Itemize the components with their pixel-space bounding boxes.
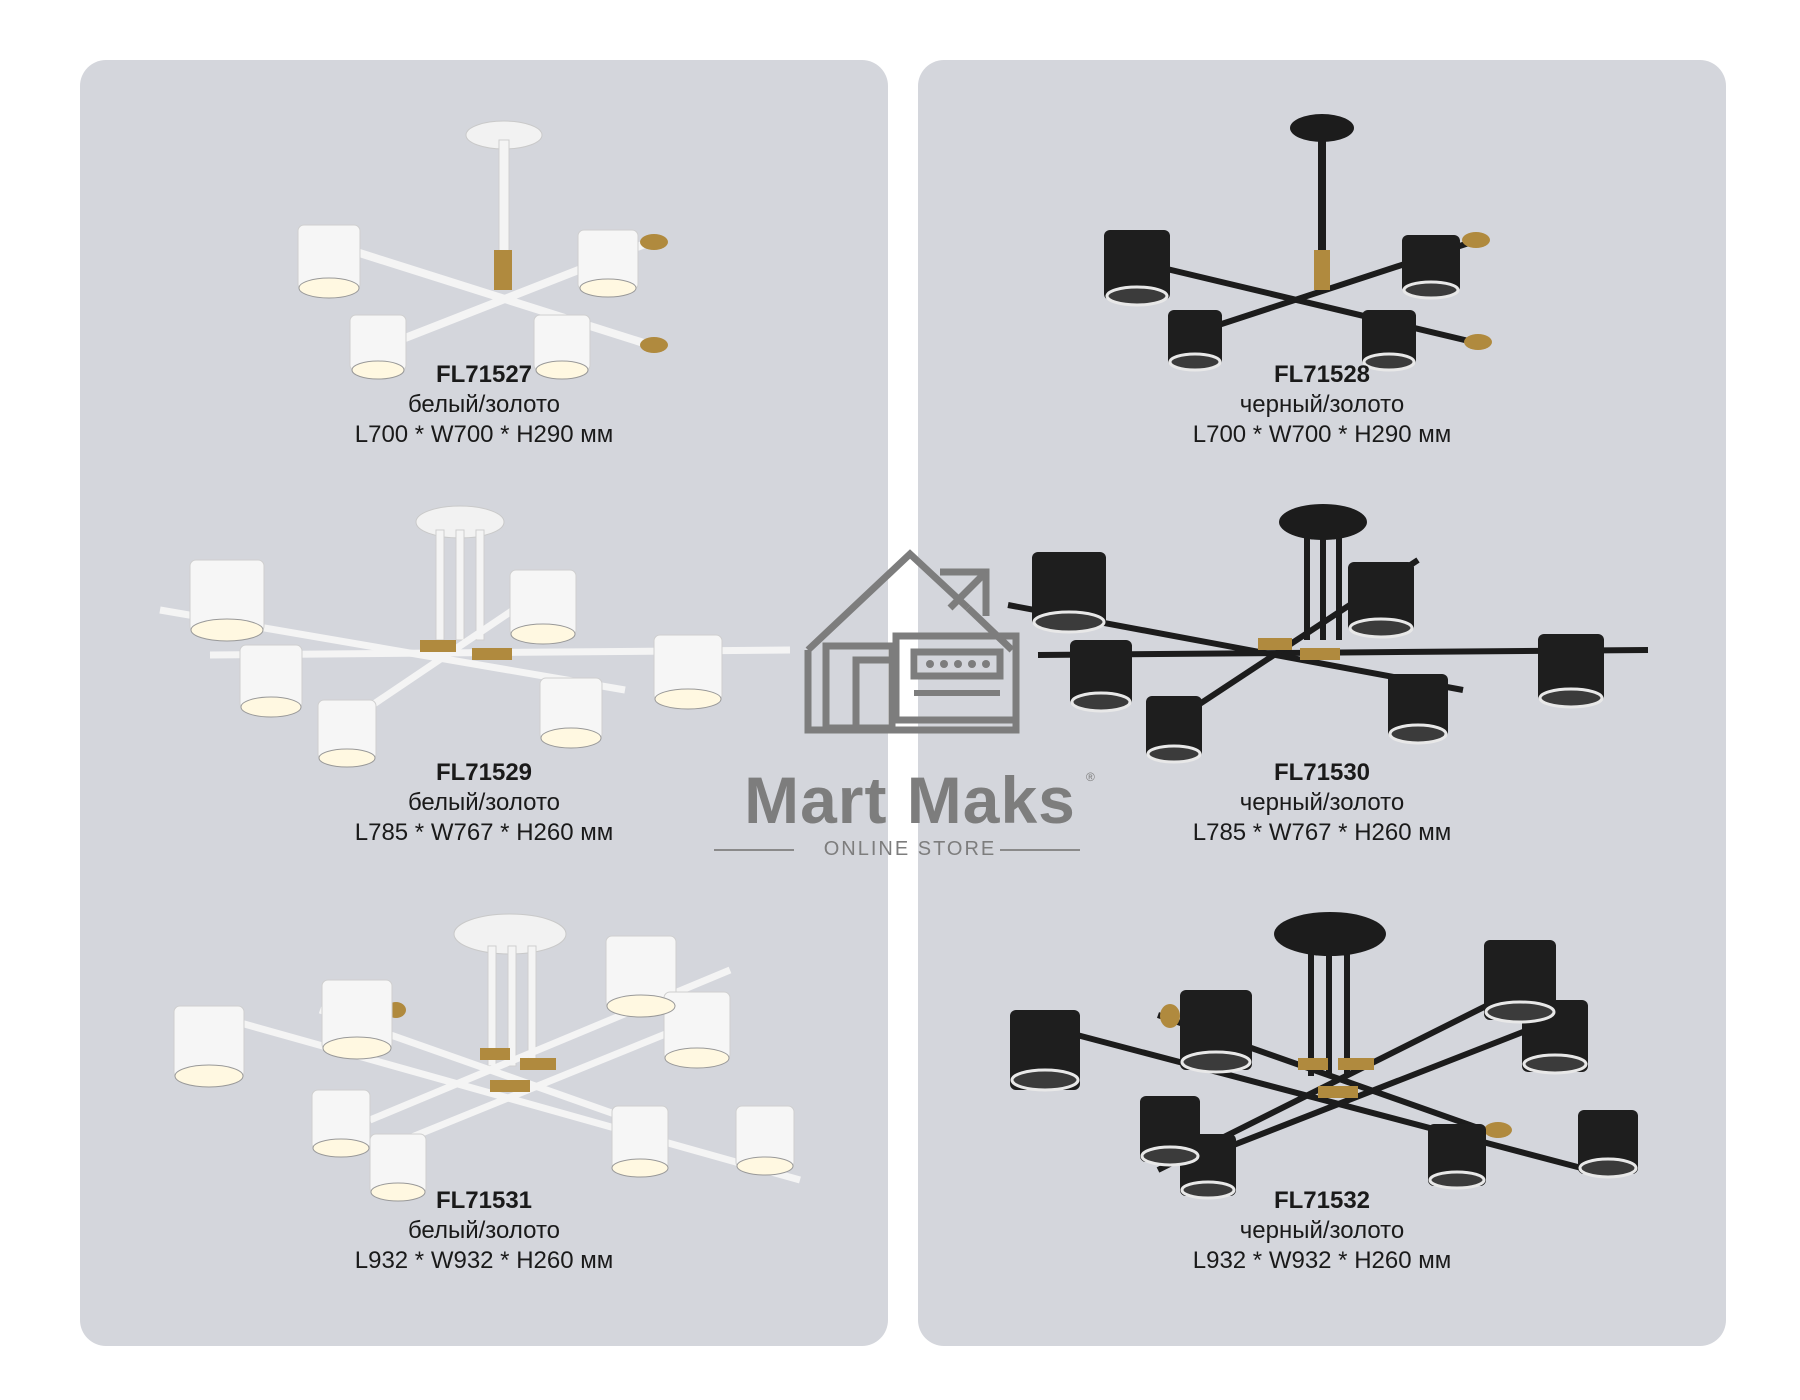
product-card-fl71528: FL71528 черный/золото L700 * W700 * H290… [918,90,1726,460]
finish-color: черный/золото [1239,789,1405,816]
caption-fl71528: FL71528 черный/золото L700 * W700 * H290… [918,360,1726,450]
model-number: FL71527 [435,361,533,388]
product-card-fl71529: FL71529 белый/золото L785 * W767 * H260 … [80,490,888,890]
model-number: FL71531 [435,1187,533,1214]
finish-color: белый/золото [407,789,561,816]
finish-color: белый/золото [407,391,561,418]
chandelier-image-fl71528 [1104,114,1492,372]
product-card-fl71527: FL71527 белый/золото L700 * W700 * H290 … [80,90,888,460]
chandelier-image-fl71529 [159,505,791,768]
caption-fl71531: FL71531 белый/золото L932 * W932 * H260 … [80,1186,888,1276]
dimensions: L932 * W932 * H260 мм [354,1247,614,1274]
dimensions: L700 * W700 * H290 мм [1192,421,1452,448]
chandelier-image-fl71531 [173,913,801,1202]
caption-fl71530: FL71530 черный/золото L785 * W767 * H260… [918,758,1726,848]
finish-color: черный/золото [1239,391,1405,418]
chandelier-image-fl71527 [297,120,668,380]
finish-color: белый/золото [407,1217,561,1244]
caption-fl71529: FL71529 белый/золото L785 * W767 * H260 … [80,758,888,848]
caption-fl71527: FL71527 белый/золото L700 * W700 * H290 … [80,360,888,450]
chandelier-image-fl71530 [1007,504,1649,764]
model-number: FL71530 [1273,759,1371,786]
dimensions: L700 * W700 * H290 мм [354,421,614,448]
model-number: FL71532 [1273,1187,1371,1214]
product-card-fl71532: FL71532 черный/золото L932 * W932 * H260… [918,910,1726,1340]
product-card-fl71531: FL71531 белый/золото L932 * W932 * H260 … [80,910,888,1340]
caption-fl71532: FL71532 черный/золото L932 * W932 * H260… [918,1186,1726,1276]
left-panel-white-finish: FL71527 белый/золото L700 * W700 * H290 … [80,60,888,1346]
dimensions: L785 * W767 * H260 мм [1192,819,1452,846]
dimensions: L785 * W767 * H260 мм [354,819,614,846]
product-card-fl71530: FL71530 черный/золото L785 * W767 * H260… [918,490,1726,890]
chandelier-image-fl71532 [1010,912,1638,1200]
dimensions: L932 * W932 * H260 мм [1192,1247,1452,1274]
model-number: FL71528 [1273,361,1371,388]
model-number: FL71529 [435,759,533,786]
finish-color: черный/золото [1239,1217,1405,1244]
right-panel-black-finish: FL71528 черный/золото L700 * W700 * H290… [918,60,1726,1346]
